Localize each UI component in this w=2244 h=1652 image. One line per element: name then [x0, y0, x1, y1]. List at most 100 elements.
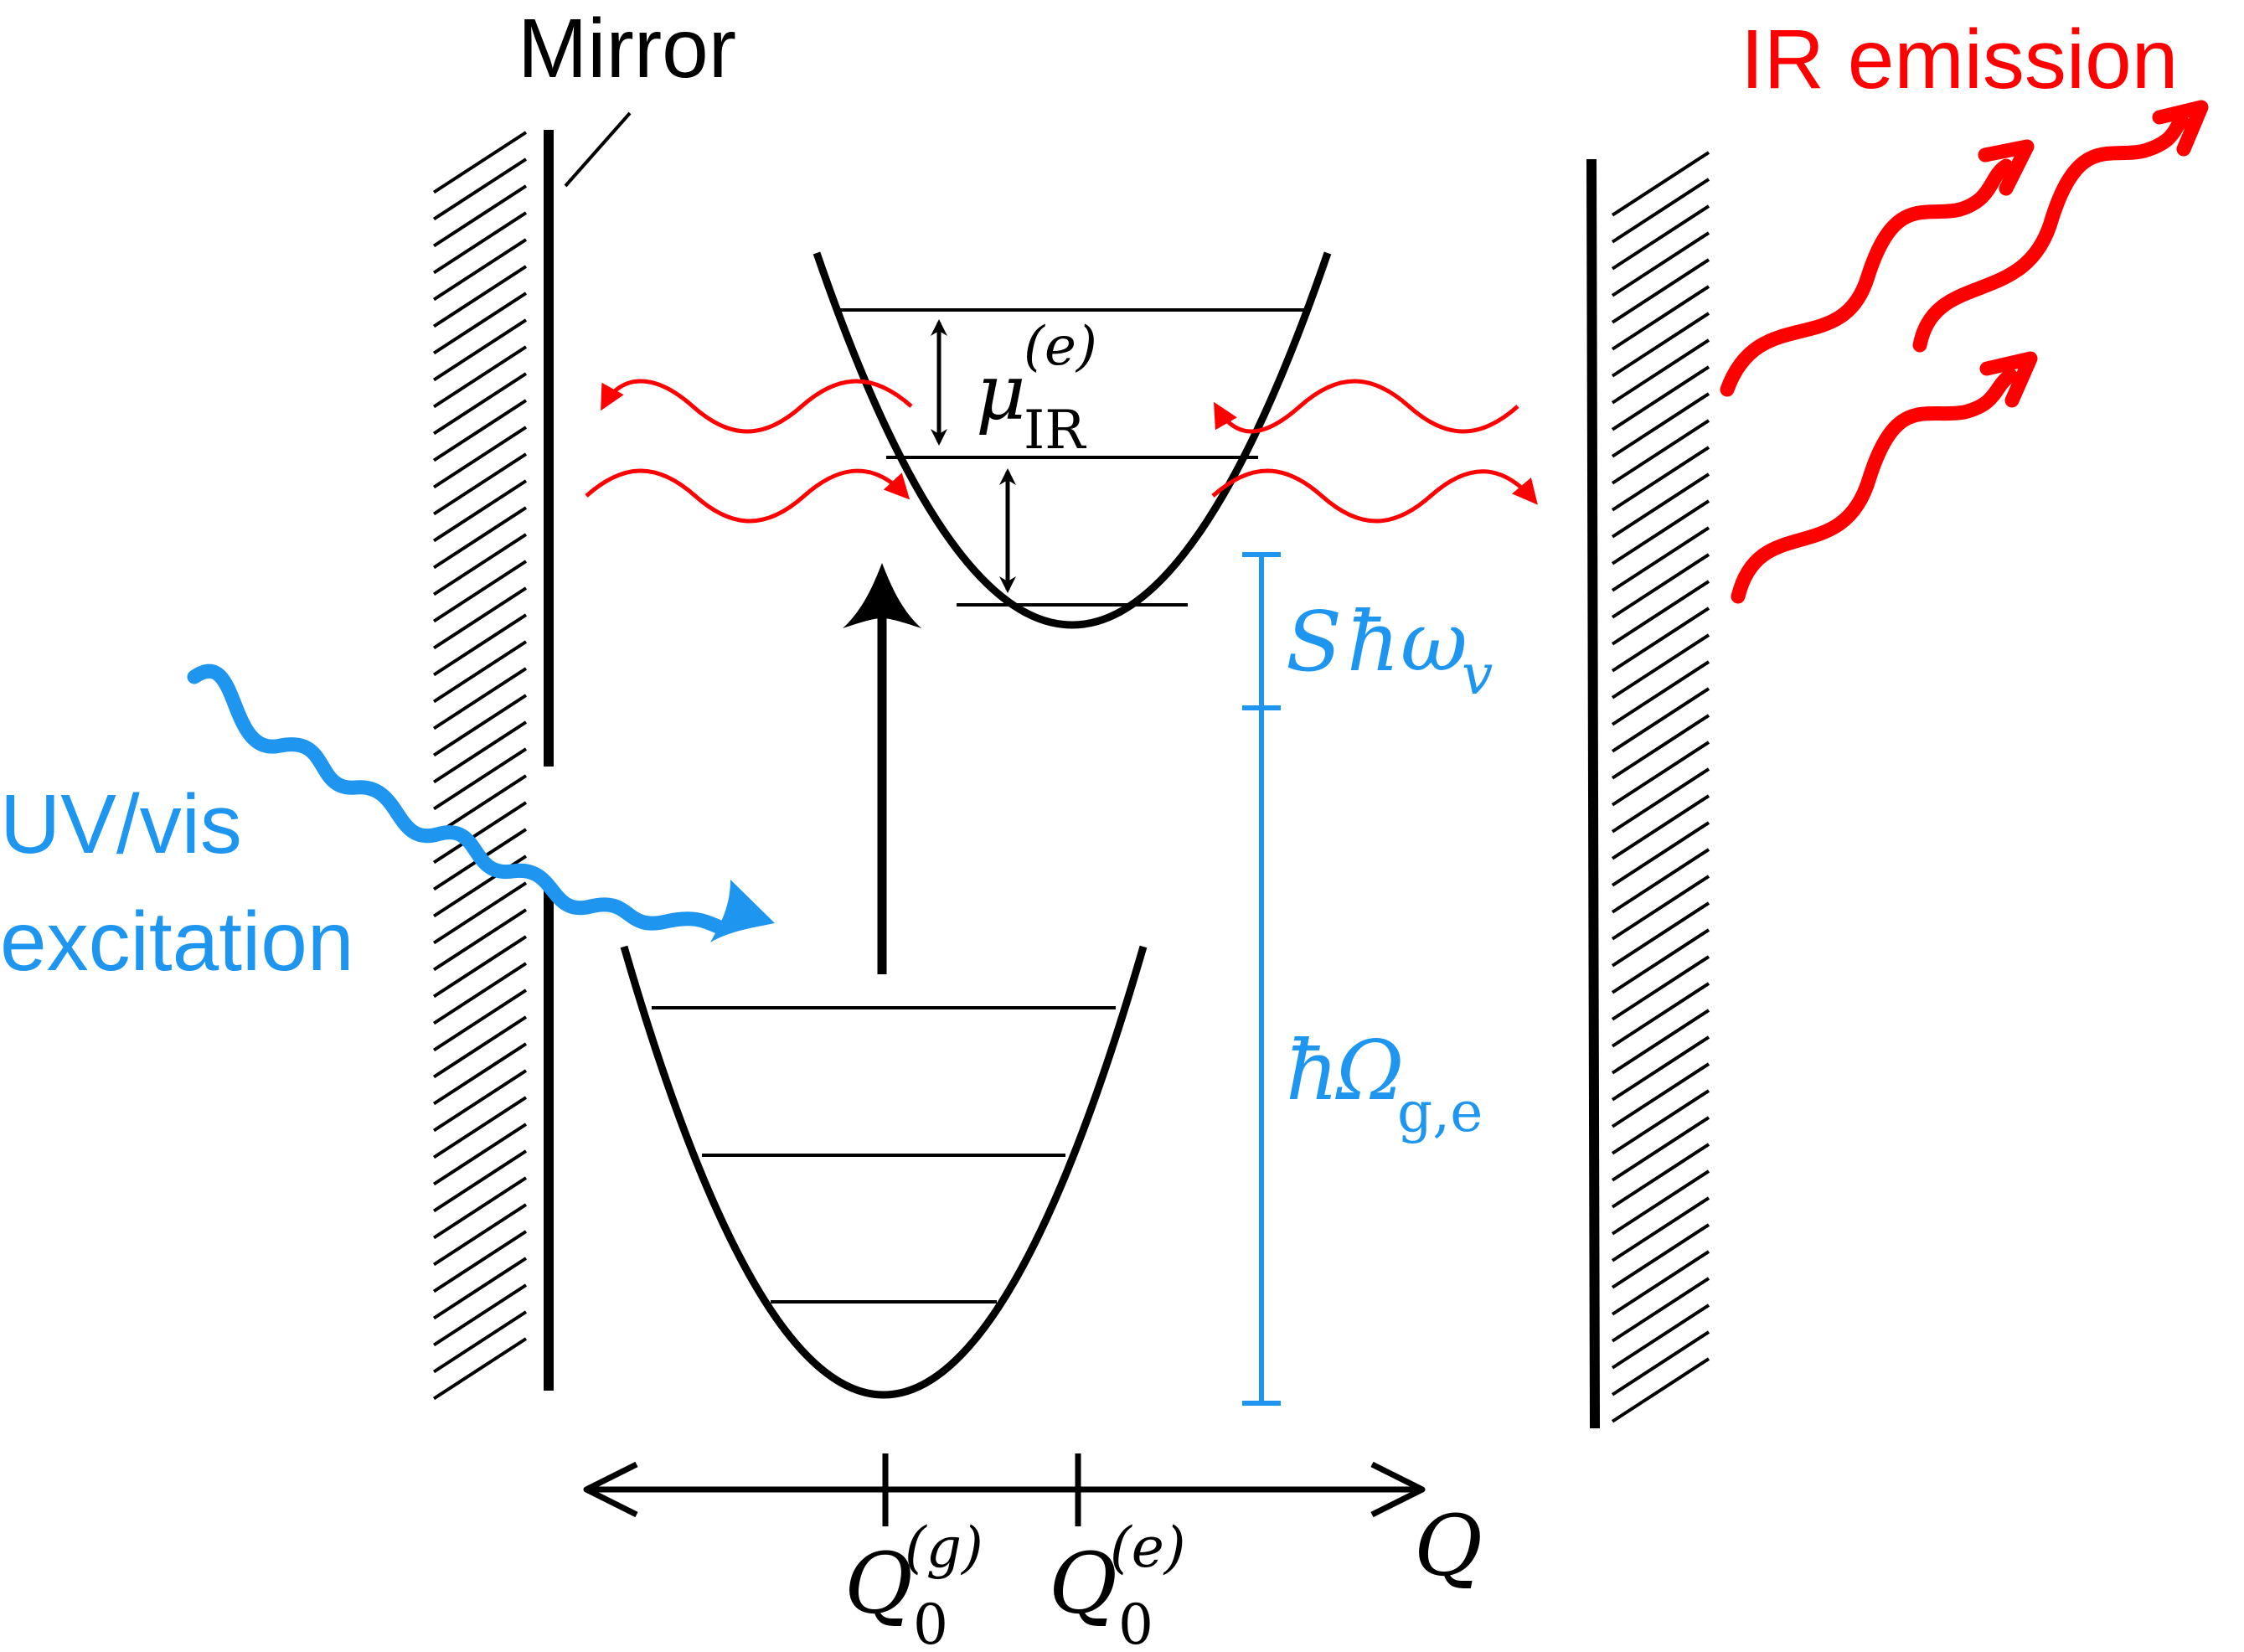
hatch-line: [1611, 928, 1710, 994]
q0e-label: Q (e) 0: [1049, 1515, 1186, 1652]
hatch-line: [1611, 821, 1710, 887]
hatch-line: [1611, 472, 1710, 539]
hatch-line: [432, 720, 528, 784]
hatch-line: [1611, 499, 1710, 565]
hatch-line: [1611, 741, 1710, 807]
hatch-line: [432, 426, 528, 489]
s-symbol: S: [1286, 595, 1342, 690]
uv-excitation-arrow: [187, 663, 775, 942]
hatch-line: [432, 265, 528, 328]
hatch-line: [1611, 848, 1710, 914]
ir-emission-arrow-1: [1720, 158, 2014, 397]
q0e-superscript: (e): [1110, 1515, 1186, 1580]
mu-superscript: (e): [1024, 316, 1097, 378]
hatch-line: [1611, 446, 1710, 512]
hatch-line: [432, 801, 528, 865]
hatch-line: [432, 613, 528, 677]
excited-state-parabola: [812, 251, 1332, 629]
hatch-line: [432, 1069, 528, 1133]
q0g-superscript: (g): [905, 1515, 983, 1580]
hatch-line: [1611, 178, 1710, 244]
excited-state-potential: [812, 251, 1332, 629]
hatch-line: [1611, 875, 1710, 941]
hatch-line: [432, 881, 528, 945]
big-omega-subscript: g,e: [1397, 1080, 1483, 1144]
hatch-line: [432, 962, 528, 1025]
hatch-line: [432, 345, 528, 409]
ir-wave-lower-right: [1211, 468, 1538, 524]
mu-symbol: μ: [976, 348, 1026, 437]
hatch-line: [1611, 1143, 1710, 1209]
ir-transition-dipole-label: μ (e) IR: [976, 316, 1097, 462]
q0g-label: Q (g) 0: [844, 1515, 983, 1652]
hatch-line: [1611, 1357, 1710, 1423]
ir-emission-arrow-3: [1731, 368, 2018, 604]
hatch-line: [1611, 151, 1710, 217]
hbar-symbol-2: ħ: [1286, 1024, 1339, 1119]
hatch-line: [1611, 392, 1710, 458]
ir-wave-lower-left: [585, 468, 910, 524]
hatch-line: [432, 1042, 528, 1106]
omega-symbol: ω: [1401, 595, 1468, 690]
hatch-line: [432, 1015, 528, 1079]
hatch-line: [1611, 312, 1710, 378]
hatch-line: [1611, 580, 1710, 646]
hatch-line: [432, 1123, 528, 1186]
hatch-line: [1611, 901, 1710, 968]
ir-emission-arrow-2: [1912, 114, 2190, 353]
hatch-line: [1611, 660, 1710, 726]
ir-emission-arrows: [1720, 100, 2209, 604]
hatch-line: [432, 1337, 528, 1401]
hatch-line: [1611, 1250, 1710, 1316]
hatch-line: [1611, 1223, 1710, 1289]
hatch-line: [432, 292, 528, 355]
reorganization-energy-label: S ħ ω v: [1286, 595, 1493, 707]
hatch-line: [432, 1176, 528, 1240]
q-axis-arrow-right: [1370, 1461, 1426, 1518]
hatch-line: [1611, 1035, 1710, 1102]
hbar-symbol-1: ħ: [1347, 595, 1400, 690]
hatch-line: [1611, 1089, 1710, 1155]
hatch-line: [1611, 1277, 1710, 1343]
hatch-line: [432, 989, 528, 1052]
left-mirror: [432, 130, 554, 1401]
hatch-line: [432, 238, 528, 302]
hatch-line: [432, 586, 528, 650]
electronic-gap-label: ħ Ω g,e: [1286, 1024, 1483, 1144]
mirror-label: Mirror: [518, 2, 736, 96]
hatch-line: [432, 157, 528, 221]
hatch-line: [432, 399, 528, 462]
right-mirror: [1586, 151, 1710, 1429]
q0e-base: Q: [1049, 1535, 1117, 1633]
hatch-line: [1611, 231, 1710, 297]
hatch-line: [1611, 687, 1710, 753]
hatch-line: [432, 1257, 528, 1320]
hatch-line: [1611, 365, 1710, 431]
q-coordinate-axis: [583, 1453, 1426, 1526]
ir-emission-label: IR emission: [1741, 13, 2178, 106]
hatch-line: [432, 1310, 528, 1374]
hatch-line: [432, 908, 528, 972]
mu-subscript: IR: [1024, 400, 1086, 462]
q0g-subscript: 0: [913, 1593, 948, 1652]
hatch-line: [1611, 258, 1710, 324]
uv-excitation-label-line2: excitation: [0, 895, 353, 989]
hatch-line: [432, 372, 528, 436]
hatch-line: [432, 318, 528, 382]
hatch-line: [432, 533, 528, 596]
hatch-line: [1611, 1304, 1710, 1370]
hatch-line: [432, 747, 528, 811]
hatch-line: [1611, 955, 1710, 1021]
q-axis-label: Q: [1414, 1497, 1483, 1595]
hatch-line: [432, 640, 528, 704]
excitation-arrow: [843, 563, 921, 974]
hatch-line: [1611, 794, 1710, 860]
hatch-line: [432, 506, 528, 570]
hatch-line: [1611, 285, 1710, 351]
right-mirror-hatching: [1611, 151, 1710, 1423]
hatch-line: [1611, 419, 1710, 485]
hatch-line: [1611, 714, 1710, 780]
hatch-line: [432, 184, 528, 248]
hatch-line: [1611, 607, 1710, 673]
hatch-line: [1611, 553, 1710, 619]
